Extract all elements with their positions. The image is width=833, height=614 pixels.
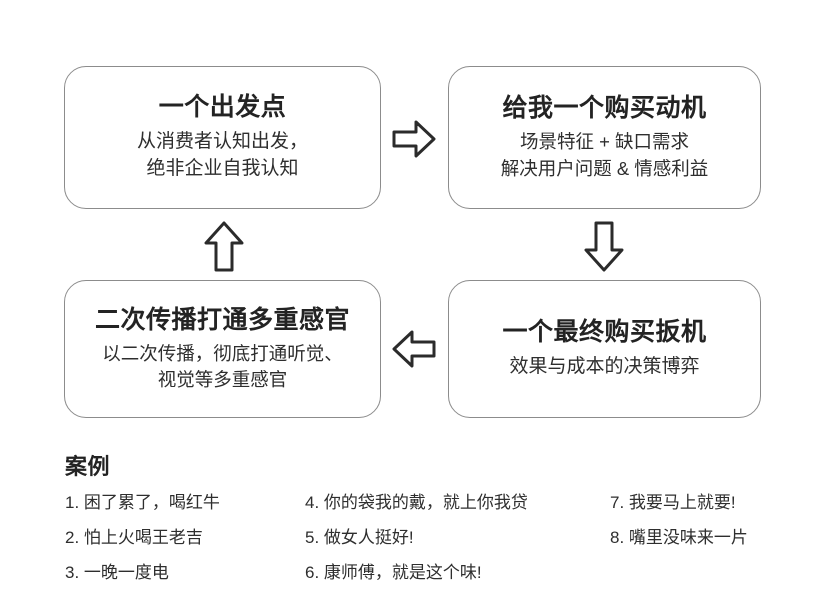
- flow-box-motive[interactable]: 给我一个购买动机 场景特征 + 缺口需求 解决用户问题 & 情感利益: [448, 66, 761, 209]
- case-item: 6. 康师傅，就是这个味!: [305, 563, 482, 582]
- case-item: 8. 嘴里没味来一片: [610, 528, 748, 547]
- cases-column-2: 4. 你的袋我的戴，就上你我贷 5. 做女人挺好! 6. 康师傅，就是这个味!: [305, 494, 605, 581]
- flow-box-motive-line-2: 解决用户问题 & 情感利益: [500, 157, 709, 179]
- flow-box-origin[interactable]: 一个出发点 从消费者认知出发， 绝非企业自我认知: [64, 66, 381, 209]
- flow-box-secondary-spread-line-2: 视觉等多重感官: [157, 369, 288, 391]
- cases-heading: 案例: [65, 454, 111, 479]
- flow-box-motive-line-1: 场景特征 + 缺口需求: [519, 131, 690, 153]
- flow-box-origin-line-2: 绝非企业自我认知: [146, 157, 299, 179]
- arrow-up-icon: [201, 219, 247, 275]
- flow-box-purchase-trigger-line-1: 效果与成本的决策博弈: [509, 355, 700, 377]
- arrow-right-icon: [391, 115, 437, 163]
- flow-box-secondary-spread-title: 二次传播打通多重感官: [94, 305, 350, 334]
- case-item: 3. 一晚一度电: [65, 563, 169, 582]
- case-item: 5. 做女人挺好!: [305, 528, 414, 547]
- cases-column-1: 1. 困了累了，喝红牛 2. 怕上火喝王老吉 3. 一晚一度电: [65, 494, 305, 581]
- flow-box-purchase-trigger-title: 一个最终购买扳机: [502, 318, 707, 347]
- flow-box-origin-line-1: 从消费者认知出发，: [136, 130, 308, 152]
- flow-box-secondary-spread[interactable]: 二次传播打通多重感官 以二次传播，彻底打通听觉、 视觉等多重感官: [64, 280, 381, 418]
- flow-box-motive-title: 给我一个购买动机: [502, 94, 707, 123]
- case-item: 4. 你的袋我的戴，就上你我贷: [305, 493, 528, 512]
- flow-box-origin-title: 一个出发点: [158, 93, 287, 122]
- arrow-down-icon: [581, 219, 627, 275]
- flow-box-purchase-trigger[interactable]: 一个最终购买扳机 效果与成本的决策博弈: [448, 280, 761, 418]
- case-item: 2. 怕上火喝王老吉: [65, 528, 203, 547]
- arrow-left-icon: [391, 325, 437, 373]
- case-item: 7. 我要马上就要!: [610, 493, 736, 512]
- flow-box-secondary-spread-line-1: 以二次传播，彻底打通听觉、: [102, 342, 343, 364]
- case-item: 1. 困了累了，喝红牛: [65, 493, 220, 512]
- cases-column-3: 7. 我要马上就要! 8. 嘴里没味来一片: [610, 494, 830, 546]
